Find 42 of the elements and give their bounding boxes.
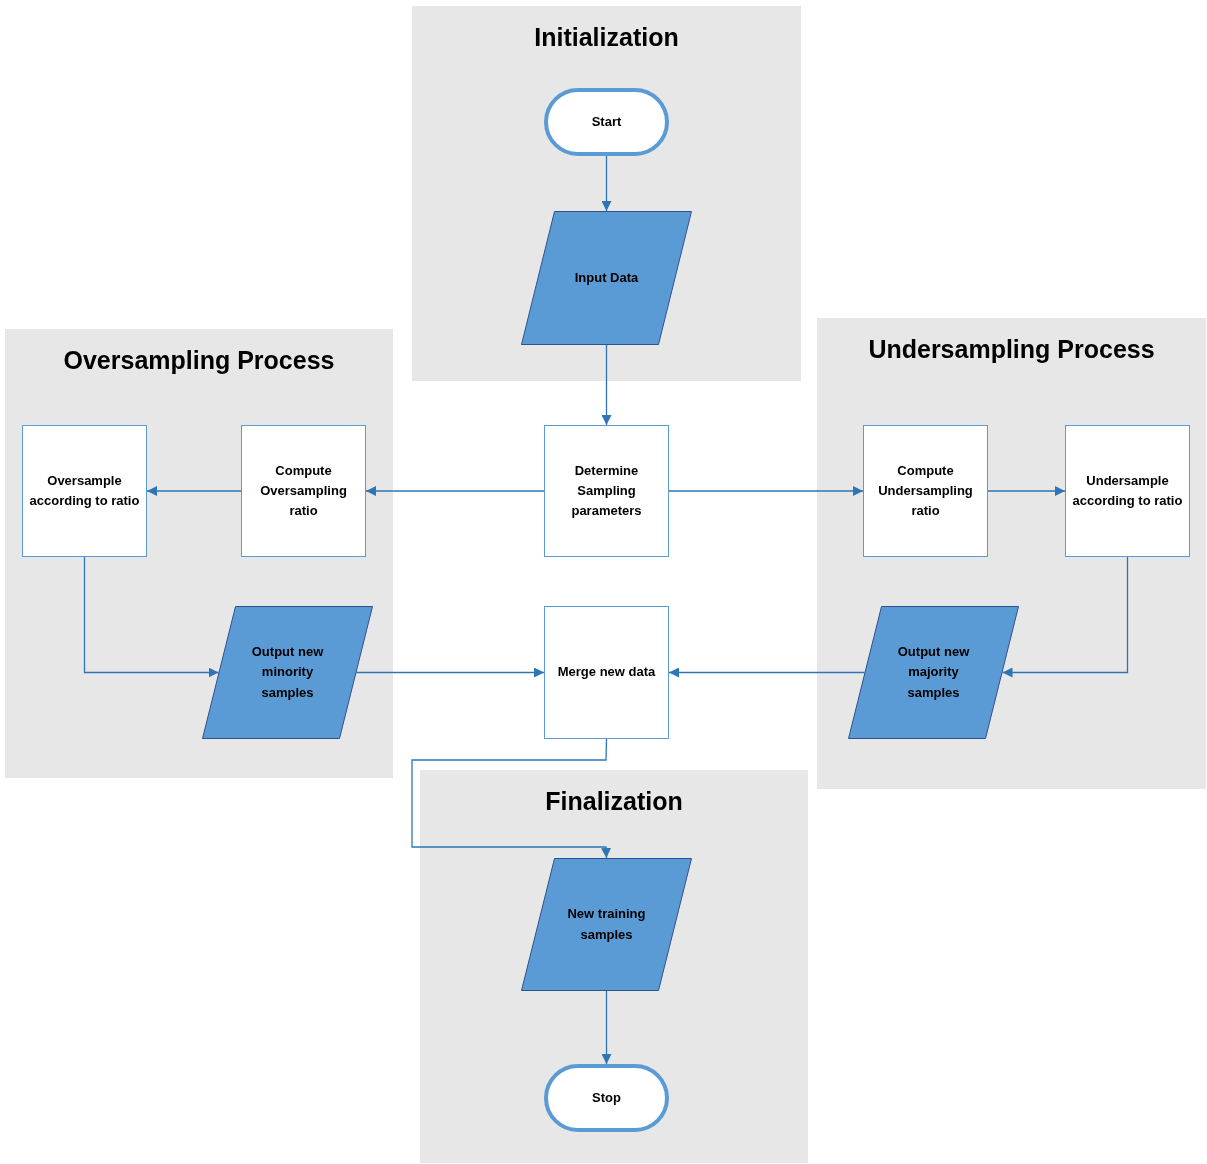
data-parallelogram <box>521 211 692 345</box>
data-parallelogram <box>202 606 373 739</box>
node-label: Oversample according to ratio <box>28 471 141 510</box>
data-parallelogram <box>521 858 692 991</box>
node-label: Compute Oversampling ratio <box>259 461 348 521</box>
arrow <box>83 556 220 678</box>
group-panel <box>420 770 808 1163</box>
node-label: Output new minority samples <box>250 643 325 702</box>
process-box <box>1065 425 1190 557</box>
arrow <box>411 738 612 859</box>
arrow <box>601 155 612 212</box>
arrow <box>365 486 545 496</box>
arrow <box>987 486 1066 496</box>
group-title: Oversampling Process <box>63 345 335 376</box>
arrow <box>601 344 612 426</box>
arrow <box>601 990 612 1065</box>
node-label: Merge new data <box>557 663 656 682</box>
node-label: New training samples <box>566 905 647 944</box>
process-box <box>863 425 988 557</box>
arrow <box>146 486 242 496</box>
arrow <box>668 486 864 496</box>
group-panel <box>5 329 393 778</box>
group-title: Initialization <box>534 22 679 53</box>
arrow <box>1001 556 1129 678</box>
process-box <box>241 425 366 557</box>
node-label: Output new majority samples <box>896 643 971 702</box>
process-box <box>544 606 669 739</box>
group-panel <box>817 318 1206 789</box>
process-box <box>544 425 669 557</box>
data-parallelogram <box>848 606 1019 739</box>
node-label: Stop <box>592 1088 621 1107</box>
process-box <box>22 425 147 557</box>
group-title: Undersampling Process <box>868 334 1155 365</box>
node-label: Input Data <box>574 268 639 287</box>
node-label: Compute Undersampling ratio <box>877 461 974 521</box>
arrow <box>668 667 866 678</box>
group-panel <box>412 6 801 381</box>
group-title: Finalization <box>545 786 683 817</box>
arrow <box>355 667 545 678</box>
node-label: Start <box>591 112 622 131</box>
node-label: Determine Sampling parameters <box>570 461 643 521</box>
node-label: Undersample according to ratio <box>1071 471 1184 510</box>
